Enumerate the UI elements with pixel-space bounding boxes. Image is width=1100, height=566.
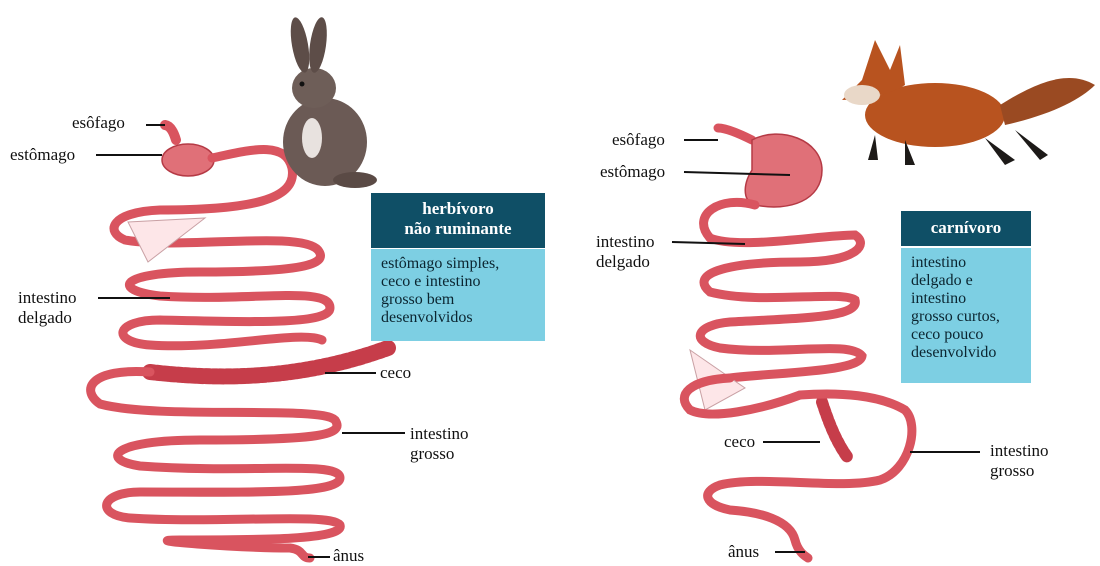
carnivore-label-esophagus: esôfago xyxy=(612,130,665,150)
herbivore-label-stomach: estômago xyxy=(10,145,75,165)
fox-illustration xyxy=(842,40,1095,165)
carnivore-label-small-intestine: intestino delgado xyxy=(596,232,676,272)
herbivore-stomach xyxy=(162,144,214,176)
herbivore-digestive-tract xyxy=(91,125,388,558)
carnivore-small-intestine xyxy=(700,202,862,378)
rabbit-illustration xyxy=(283,16,377,188)
carnivore-label-large-intestine: intestino grosso xyxy=(990,441,1070,481)
carnivore-large-intestine xyxy=(708,394,912,558)
carnivore-label-stomach: estômago xyxy=(600,162,665,182)
carnivore-cecum xyxy=(822,402,848,458)
carnivore-label-anus: ânus xyxy=(728,542,759,562)
carnivore-stomach xyxy=(745,134,822,207)
herbivore-label-esophagus: esôfago xyxy=(72,113,125,133)
carnivore-label-cecum: ceco xyxy=(724,432,755,452)
herbivore-label-anus: ânus xyxy=(333,546,364,566)
carnivore-description-box: intestino delgado e intestino grosso cur… xyxy=(901,248,1031,383)
carnivore-title-box: carnívoro xyxy=(901,211,1031,246)
herbivore-description-box: estômago simples, ceco e intestino gross… xyxy=(371,249,545,341)
herbivore-esophagus xyxy=(165,125,176,140)
carnivore-esophagus xyxy=(718,128,752,140)
herbivore-label-large-intestine: intestino grosso xyxy=(410,424,490,464)
carnivore-digestive-tract xyxy=(684,128,912,558)
herbivore-label-small-intestine: intestino delgado xyxy=(18,288,98,328)
herbivore-label-cecum: ceco xyxy=(380,363,411,383)
herbivore-large-intestine xyxy=(91,372,341,558)
herbivore-title-box: herbívoro não ruminante xyxy=(371,193,545,248)
